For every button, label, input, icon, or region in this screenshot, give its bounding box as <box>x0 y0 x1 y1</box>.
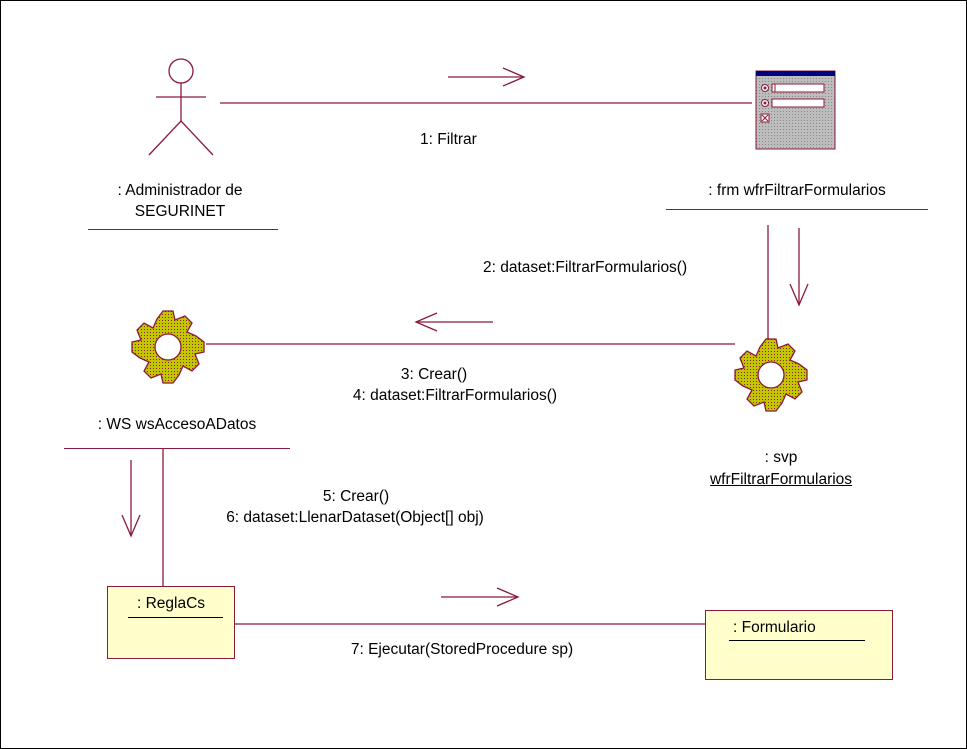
svp-label-line1: : svp <box>764 449 798 466</box>
message-3-label: 3: Crear() <box>400 366 468 383</box>
message-arrow-left-3 <box>414 312 493 332</box>
message-arrow-down-5 <box>121 460 141 538</box>
message-arrow-down-2 <box>789 228 809 307</box>
svp-label-line2: wfrFiltrarFormularios <box>709 471 853 488</box>
form-underline <box>666 209 928 210</box>
message-2-label: 2: dataset:FiltrarFormularios() <box>483 259 688 276</box>
actor-icon <box>148 58 214 156</box>
formulario-label: : Formulario <box>733 619 816 636</box>
message-arrow-right-1 <box>448 67 526 87</box>
form-label: : frm wfrFiltrarFormularios <box>708 182 886 199</box>
message-5-label: 5: Crear() <box>322 488 390 505</box>
ws-gear-icon <box>131 310 205 384</box>
actor-label-line2: SEGURINET <box>134 203 226 220</box>
ws-underline <box>64 448 290 449</box>
message-7-label: 7: Ejecutar(StoredProcedure sp) <box>350 641 574 658</box>
message-4-label: 4: dataset:FiltrarFormularios() <box>352 387 558 404</box>
ws-label: : WS wsAccesoADatos <box>97 416 257 433</box>
message-1-label: 1: Filtrar <box>420 131 477 148</box>
message-arrow-right-7 <box>441 587 520 607</box>
actor-underline <box>88 229 278 230</box>
message-6-label: 6: dataset:LlenarDataset(Object[] obj) <box>226 509 484 526</box>
reglacs-label: : ReglaCs <box>137 595 206 612</box>
formulario-underline <box>729 640 865 641</box>
reglacs-object-box: : ReglaCs <box>107 586 235 659</box>
formulario-object-box: : Formulario <box>705 610 893 680</box>
svp-gear-icon <box>734 338 808 412</box>
reglacs-underline <box>128 617 223 618</box>
actor-label-line1: : Administrador de <box>117 182 243 199</box>
form-window-icon <box>755 70 836 150</box>
